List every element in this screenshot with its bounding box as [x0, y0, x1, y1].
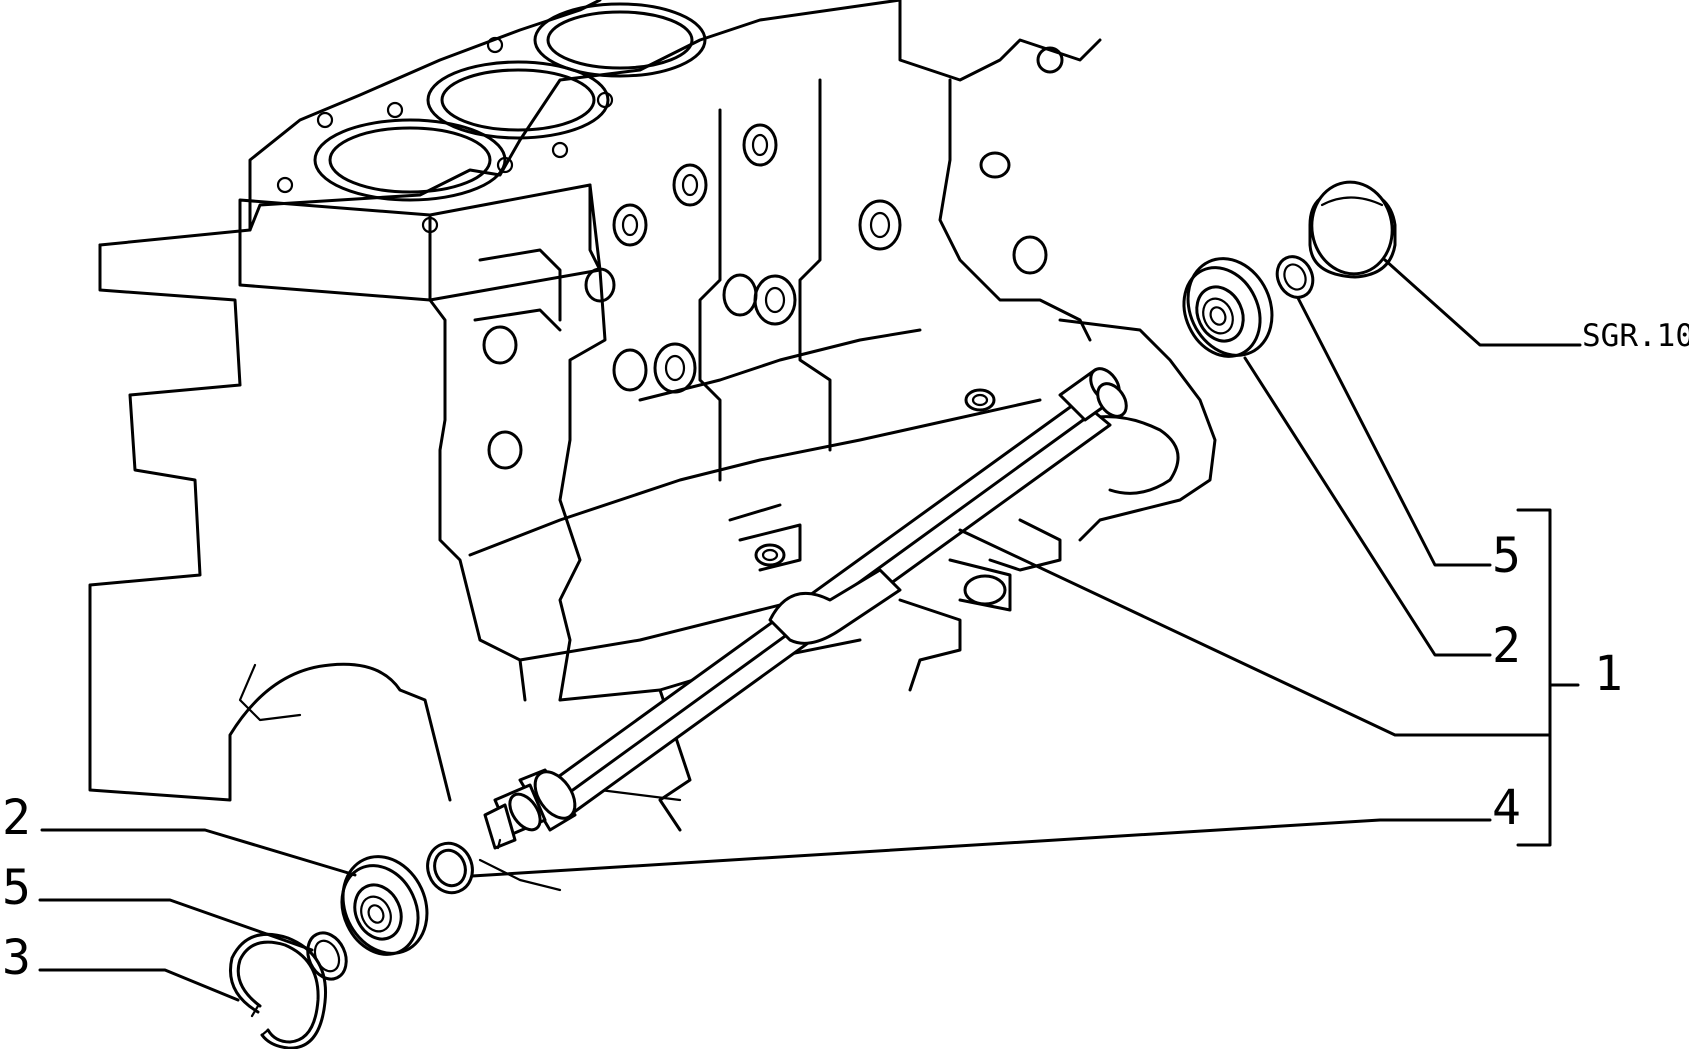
- leader-o-ring: [470, 818, 1492, 878]
- balancer-shaft: [483, 367, 1128, 850]
- bearing-left: [340, 855, 429, 956]
- callout-part-3: 3: [2, 930, 31, 986]
- leader-cap: [1383, 258, 1582, 347]
- callout-part-4: 4: [1492, 780, 1521, 836]
- leader-shaft: [958, 528, 1552, 737]
- leader-bearing-left: [40, 828, 357, 877]
- leader-lines: [38, 258, 1582, 1002]
- callout-labels: SGR.10101 5 2 1 4 2 5 3: [2, 318, 1689, 986]
- end-cap: [1308, 180, 1397, 279]
- leader-snap-ring-right: [1296, 296, 1492, 567]
- callout-part-2-right: 2: [1492, 618, 1521, 674]
- leader-circlip: [38, 968, 240, 1002]
- callout-part-5-right: 5: [1492, 528, 1521, 584]
- bearing-right: [1182, 257, 1274, 358]
- callout-cap-reference: SGR.10101: [1582, 318, 1689, 354]
- callout-part-2-left: 2: [2, 790, 31, 846]
- callout-part-5-left: 5: [2, 860, 31, 916]
- snap-ring-left: [306, 931, 348, 981]
- snap-ring-right: [1275, 255, 1315, 299]
- callout-part-1: 1: [1594, 646, 1623, 702]
- assembly-bracket: [1516, 508, 1552, 847]
- leader-snap-ring-left: [38, 898, 314, 952]
- o-ring-left: [426, 841, 474, 895]
- circlip: [229, 932, 328, 1049]
- leader-bearing-right: [1243, 356, 1492, 657]
